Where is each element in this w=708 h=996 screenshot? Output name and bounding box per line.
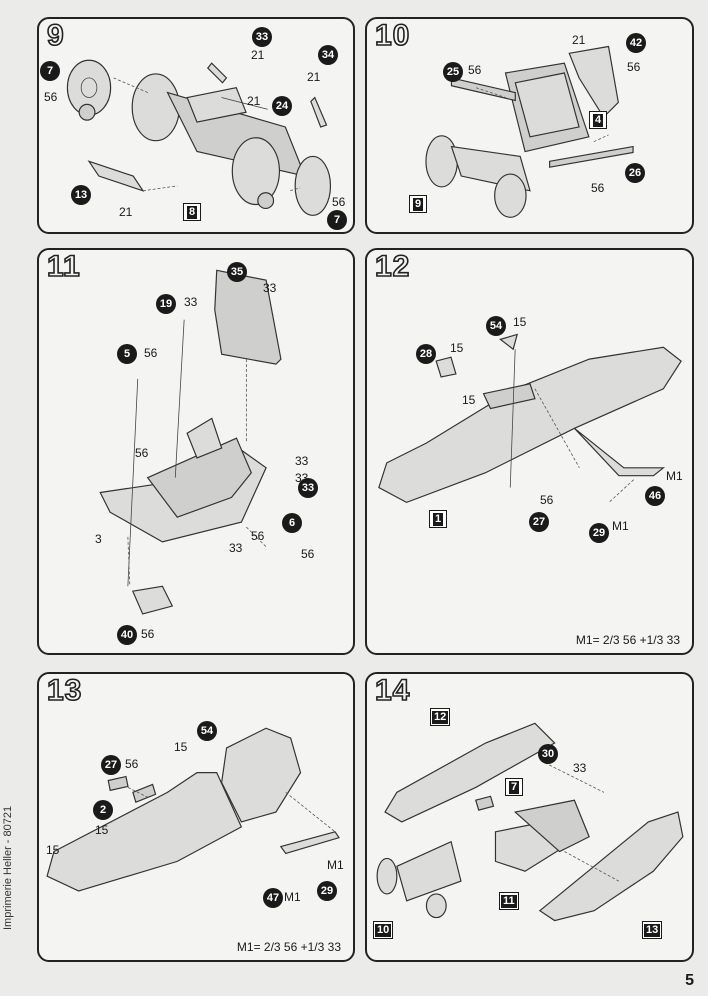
part-badge: 26 [625,163,645,183]
part-badge: 27 [101,755,121,775]
part-label: 56 [144,346,158,360]
part-badge: 40 [117,625,137,645]
part-badge: 54 [197,721,217,741]
part-badge: 6 [282,513,302,533]
part-badge: 47 [263,888,283,908]
part-badge: 42 [626,33,646,53]
part-badge: 33 [298,478,318,498]
part-label: 3 [95,532,102,546]
part-label: 21 [247,94,261,108]
part-label: M1 [666,469,683,483]
part-label: 33 [184,295,198,309]
step-reference-box: 4 [589,111,607,129]
part-badge: 27 [529,512,549,532]
part-label: 56 [591,181,605,195]
step-reference-box: 7 [505,778,523,796]
part-label: 21 [251,48,265,62]
step-reference-box: 11 [499,892,519,910]
part-label: 56 [301,547,315,561]
part-label: M1 [327,858,344,872]
step-number: 14 [374,674,411,707]
step-reference-box: 9 [409,195,427,213]
part-badge: 28 [416,344,436,364]
step-11-drawing [99,269,282,615]
part-badge: 24 [272,96,292,116]
step-10-panel: 10 21 42 56 25 56 4 26 56 9 [365,17,694,234]
part-badge: 29 [317,881,337,901]
step-reference-box: 12 [430,708,451,726]
step-reference-box: 10 [373,921,394,939]
part-badge: 5 [117,344,137,364]
step-13-drawing [46,727,340,892]
part-badge: 7 [40,61,60,81]
part-label: 56 [251,529,265,543]
part-badge: 30 [538,744,558,764]
step-9-drawing [66,59,332,216]
step-13-panel: 13 54 15 27 56 2 15 15 M1 47 M1 29 M1= 2… [37,672,355,962]
part-label: 15 [95,823,109,837]
part-badge: 7 [327,210,347,230]
part-badge: 35 [227,262,247,282]
part-label: M1 [612,519,629,533]
part-label: 33 [573,761,587,775]
part-label: 15 [462,393,476,407]
part-label: 56 [44,90,58,104]
printer-imprint: Imprimerie Heller - 80721 [2,805,14,930]
part-badge: 46 [645,486,665,506]
step-number: 9 [46,19,65,52]
part-label: 21 [119,205,133,219]
step-reference-box: 8 [183,203,201,221]
part-badge: 13 [71,185,91,205]
part-label: 33 [295,454,309,468]
part-label: 33 [263,281,277,295]
step-reference-box: 1 [429,510,447,528]
step-14-drawing [376,722,684,922]
part-label: M1 [284,890,301,904]
part-label: 15 [46,843,60,857]
step-11-panel: 11 35 33 19 33 5 56 56 33 33 33 3 33 56 … [37,248,355,655]
step-number: 13 [46,674,83,707]
part-badge: 34 [318,45,338,65]
part-badge: 19 [156,294,176,314]
part-label: 33 [229,541,243,555]
mix-formula: M1= 2/3 56 +1/3 33 [236,940,341,954]
part-badge: 2 [93,800,113,820]
part-label: 56 [540,493,554,507]
part-badge: 25 [443,62,463,82]
step-number: 11 [46,250,81,283]
step-number: 12 [374,250,411,283]
mix-formula: M1= 2/3 56 +1/3 33 [575,633,680,647]
step-9-panel: 9 33 21 34 21 7 56 24 21 13 21 8 56 7 [37,17,355,234]
part-label: 15 [174,740,188,754]
part-badge: 54 [486,316,506,336]
part-badge: 29 [589,523,609,543]
part-label: 21 [307,70,321,84]
part-label: 21 [572,33,586,47]
part-label: 56 [332,195,346,209]
part-label: 15 [513,315,527,329]
part-label: 56 [125,757,139,771]
step-number: 10 [374,19,411,52]
page-number: 5 [685,972,694,989]
part-label: 56 [627,60,641,74]
step-12-panel: 12 54 15 28 15 15 M1 46 56 27 1 29 M1 M1… [365,248,694,655]
part-badge: 33 [252,27,272,47]
step-12-drawing [378,333,682,504]
part-label: 56 [135,446,149,460]
part-label: 56 [141,627,155,641]
part-label: 56 [468,63,482,77]
step-10-drawing [425,45,634,218]
part-label: 15 [450,341,464,355]
step-reference-box: 13 [642,921,663,939]
step-14-panel: 14 12 30 33 7 11 10 13 [365,672,694,962]
